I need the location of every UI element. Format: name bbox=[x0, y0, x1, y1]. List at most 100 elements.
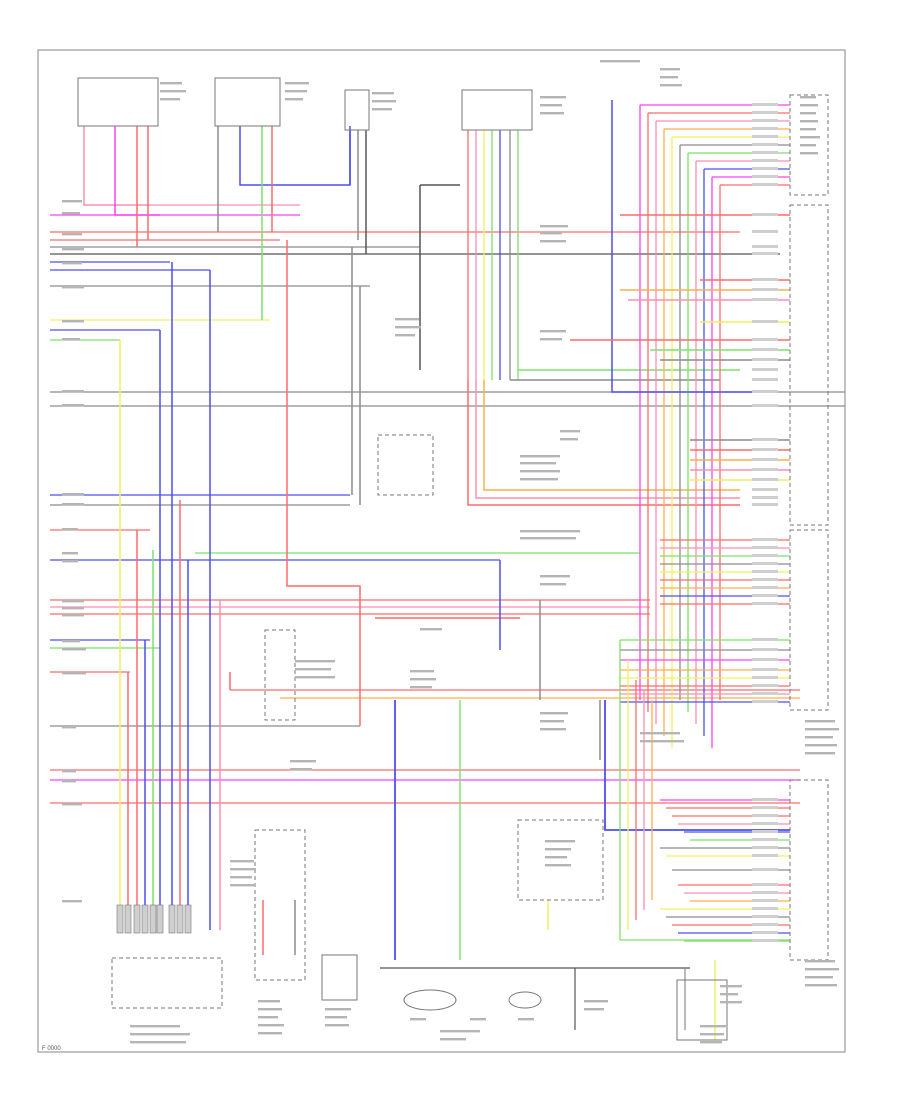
wire-color-label bbox=[752, 806, 778, 809]
tiny-label bbox=[800, 104, 818, 107]
tiny-label bbox=[805, 736, 833, 739]
wire-color-label bbox=[752, 554, 778, 557]
page-code: F 0000 bbox=[42, 1046, 61, 1052]
tiny-label bbox=[62, 672, 86, 675]
tiny-label bbox=[62, 780, 76, 783]
tiny-label bbox=[805, 744, 837, 747]
connector-pin bbox=[149, 904, 157, 934]
tiny-label bbox=[545, 864, 571, 867]
wire-color-label bbox=[752, 668, 778, 671]
tiny-label bbox=[295, 668, 331, 671]
wire-color-label bbox=[752, 252, 778, 255]
selector-box bbox=[517, 819, 604, 901]
wire-color-label bbox=[752, 496, 778, 499]
tiny-label bbox=[62, 614, 84, 617]
tiny-label bbox=[62, 248, 84, 251]
tiny-label bbox=[440, 1038, 466, 1041]
tcm-connector-a bbox=[789, 94, 829, 196]
tiny-label bbox=[258, 1008, 282, 1011]
tiny-label bbox=[540, 728, 566, 731]
solenoid bbox=[508, 991, 542, 1009]
tiny-label bbox=[540, 720, 564, 723]
wire bbox=[239, 126, 351, 186]
tiny-label bbox=[560, 438, 578, 441]
tiny-label bbox=[410, 670, 434, 673]
wire-color-label bbox=[752, 562, 778, 565]
wire-color-label bbox=[752, 135, 778, 138]
wire-color-label bbox=[752, 458, 778, 461]
wire-color-label bbox=[752, 390, 778, 393]
left-switch-box bbox=[77, 77, 159, 127]
wire-color-label bbox=[752, 700, 778, 703]
wire-color-label bbox=[752, 602, 778, 605]
tiny-label bbox=[660, 84, 682, 87]
wire-color-label bbox=[752, 288, 778, 291]
tiny-label bbox=[62, 262, 82, 265]
wire-color-label bbox=[752, 846, 778, 849]
tiny-label bbox=[540, 338, 562, 341]
wire bbox=[483, 380, 740, 491]
wire-color-label bbox=[752, 175, 778, 178]
tiny-label bbox=[540, 583, 566, 586]
tiny-label bbox=[805, 968, 839, 971]
tiny-label bbox=[130, 1025, 180, 1028]
tiny-label bbox=[540, 112, 564, 115]
tiny-label bbox=[600, 60, 640, 63]
tiny-label bbox=[584, 1000, 608, 1003]
tiny-label bbox=[62, 648, 86, 651]
wire-color-label bbox=[752, 183, 778, 186]
tiny-label bbox=[62, 640, 80, 643]
tiny-label bbox=[130, 1041, 186, 1044]
tiny-label bbox=[520, 537, 576, 540]
relay-box bbox=[377, 434, 434, 496]
wire-color-label bbox=[752, 891, 778, 894]
tiny-label bbox=[410, 678, 436, 681]
tiny-label bbox=[540, 232, 562, 235]
speed-sensor bbox=[403, 989, 457, 1011]
tiny-label bbox=[520, 478, 558, 481]
wire-color-label bbox=[752, 899, 778, 902]
wire-color-label bbox=[752, 348, 778, 351]
wire-color-label bbox=[752, 468, 778, 471]
wire-color-label bbox=[752, 127, 778, 130]
tiny-label bbox=[800, 112, 816, 115]
wire-color-label bbox=[752, 939, 778, 942]
wire-color-label bbox=[752, 298, 778, 301]
tiny-label bbox=[545, 840, 575, 843]
tiny-label bbox=[285, 90, 307, 93]
tiny-label bbox=[518, 1018, 534, 1021]
tiny-label bbox=[62, 404, 84, 407]
tiny-label bbox=[660, 68, 680, 71]
tiny-label bbox=[160, 90, 186, 93]
tiny-label bbox=[540, 240, 566, 243]
tiny-label bbox=[700, 1033, 724, 1036]
brake-light-switch bbox=[254, 829, 306, 981]
tiny-label bbox=[62, 803, 82, 806]
tiny-label bbox=[62, 607, 84, 610]
tiny-label bbox=[230, 860, 254, 863]
wire-color-label bbox=[752, 438, 778, 441]
tiny-label bbox=[62, 528, 78, 531]
tiny-label bbox=[62, 212, 80, 215]
wire-color-label bbox=[752, 358, 778, 361]
tiny-label bbox=[800, 128, 816, 131]
right-switch-box-b bbox=[461, 89, 533, 131]
tiny-label bbox=[295, 676, 335, 679]
wire-color-label bbox=[752, 159, 778, 162]
tiny-label bbox=[420, 628, 442, 631]
tiny-label bbox=[258, 1024, 284, 1027]
tiny-label bbox=[700, 1041, 722, 1044]
tiny-label bbox=[372, 100, 396, 103]
tiny-label bbox=[640, 740, 684, 743]
wire-color-label bbox=[752, 570, 778, 573]
wire-color-label bbox=[752, 111, 778, 114]
tcm-connector-d bbox=[789, 779, 829, 961]
tiny-label bbox=[395, 318, 419, 321]
wire bbox=[611, 100, 760, 393]
wire-color-label bbox=[752, 684, 778, 687]
tiny-label bbox=[520, 530, 580, 533]
tiny-label bbox=[800, 136, 820, 139]
tiny-label bbox=[800, 144, 816, 147]
wire-color-label bbox=[752, 503, 778, 506]
